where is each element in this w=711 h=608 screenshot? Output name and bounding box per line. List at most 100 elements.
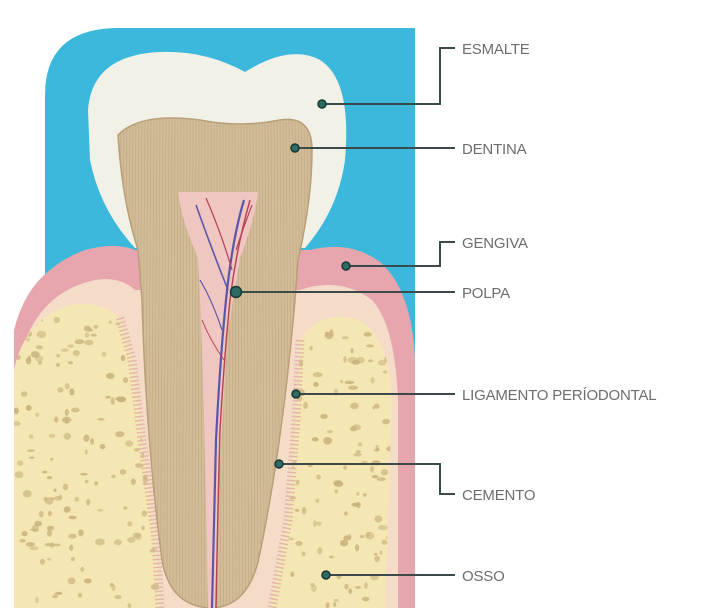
bone-pore xyxy=(296,480,300,486)
bone-pore xyxy=(381,540,387,545)
bone-pore xyxy=(329,556,333,559)
bone-pore xyxy=(349,588,353,594)
bone-pore xyxy=(49,434,56,438)
bone-pore xyxy=(17,461,23,466)
bone-pore xyxy=(356,492,359,496)
bone-pore xyxy=(343,465,347,470)
pointer-dot-cemento xyxy=(275,460,283,468)
bone-pore xyxy=(316,522,322,526)
bone-pore xyxy=(291,572,295,577)
bone-pore xyxy=(85,333,90,338)
bone-pore xyxy=(54,496,61,501)
bone-pore xyxy=(95,539,105,546)
bone-pore xyxy=(15,471,24,478)
bone-pore xyxy=(61,349,69,352)
bone-pore xyxy=(111,475,116,479)
bone-pore xyxy=(45,543,53,546)
bone-pore xyxy=(27,449,35,452)
bone-pore xyxy=(378,525,388,530)
bone-pore xyxy=(311,585,317,592)
bone-pore xyxy=(295,509,300,512)
bone-pore xyxy=(354,453,362,457)
bone-pore xyxy=(362,597,369,602)
bone-pore xyxy=(355,586,361,589)
label-ligamento-periodontal: LIGAMENTO PERÍODONTAL xyxy=(462,387,656,404)
bone-pore xyxy=(80,567,84,572)
bone-pore xyxy=(84,326,91,332)
bone-pore xyxy=(57,387,64,392)
bone-pore xyxy=(26,338,30,342)
bone-pore xyxy=(54,416,59,422)
bone-pore xyxy=(121,355,126,361)
bone-pore xyxy=(42,471,47,474)
pointer-dot-polpa xyxy=(231,287,242,298)
bone-pore xyxy=(80,473,88,476)
bone-pore xyxy=(350,426,357,431)
bone-pore xyxy=(368,359,373,362)
bone-pore xyxy=(344,511,348,515)
bone-pore xyxy=(85,480,89,484)
bone-pore xyxy=(348,357,358,364)
bone-pore xyxy=(68,361,74,365)
bone-pore xyxy=(28,355,31,361)
bone-pore xyxy=(22,531,28,536)
bone-pore xyxy=(326,602,330,608)
bone-pore xyxy=(323,437,332,445)
bone-pore xyxy=(69,388,74,395)
bone-pore xyxy=(62,417,72,424)
bone-pore xyxy=(56,363,60,367)
bone-pore xyxy=(350,403,359,410)
bone-pore xyxy=(325,332,328,337)
label-gengiva: GENGIVA xyxy=(462,235,528,252)
bone-pore xyxy=(302,507,307,515)
bone-pore xyxy=(84,340,93,345)
bone-pore xyxy=(94,481,98,485)
bone-pore xyxy=(78,529,83,536)
bone-pore xyxy=(48,511,52,516)
bone-pore xyxy=(109,321,112,324)
bone-pore xyxy=(21,391,27,396)
bone-pore xyxy=(114,539,122,545)
bone-pore xyxy=(364,332,372,337)
bone-pore xyxy=(317,547,322,554)
bone-pore xyxy=(366,344,374,347)
bone-pore xyxy=(383,370,388,373)
bone-pore xyxy=(35,597,39,604)
bone-pore xyxy=(334,599,339,602)
bone-pore xyxy=(97,418,104,421)
bone-pore xyxy=(47,558,51,561)
bone-pore xyxy=(309,346,312,350)
bone-pore xyxy=(370,466,374,473)
bone-pore xyxy=(54,592,62,595)
bone-pore xyxy=(316,475,321,480)
bone-pore xyxy=(54,488,57,492)
pointer-dot-esmalte xyxy=(318,100,326,108)
bone-pore xyxy=(343,535,351,540)
bone-pore xyxy=(365,532,374,539)
bone-pore xyxy=(127,521,132,526)
bone-pore xyxy=(382,419,390,424)
bone-pore xyxy=(358,442,363,446)
bone-pore xyxy=(86,499,90,506)
bone-pore xyxy=(100,444,106,449)
bone-pore xyxy=(302,552,306,556)
pointer-dot-osso xyxy=(322,571,330,579)
bone-pore xyxy=(26,542,35,546)
bone-pore xyxy=(374,556,380,562)
bone-pore xyxy=(115,396,125,401)
bone-pore xyxy=(29,547,38,551)
bone-pore xyxy=(123,377,128,383)
bone-pore xyxy=(38,361,42,365)
bone-pore xyxy=(13,421,20,426)
bone-pore xyxy=(39,511,44,518)
bone-pore xyxy=(312,437,319,441)
bone-pore xyxy=(303,402,308,409)
bone-pore xyxy=(23,490,32,497)
bone-pore xyxy=(295,541,303,546)
pointer-dot-dentina xyxy=(291,144,299,152)
bone-pore xyxy=(343,356,346,363)
bone-pore xyxy=(56,354,60,357)
bone-pore xyxy=(20,539,26,543)
bone-pore xyxy=(47,530,52,537)
